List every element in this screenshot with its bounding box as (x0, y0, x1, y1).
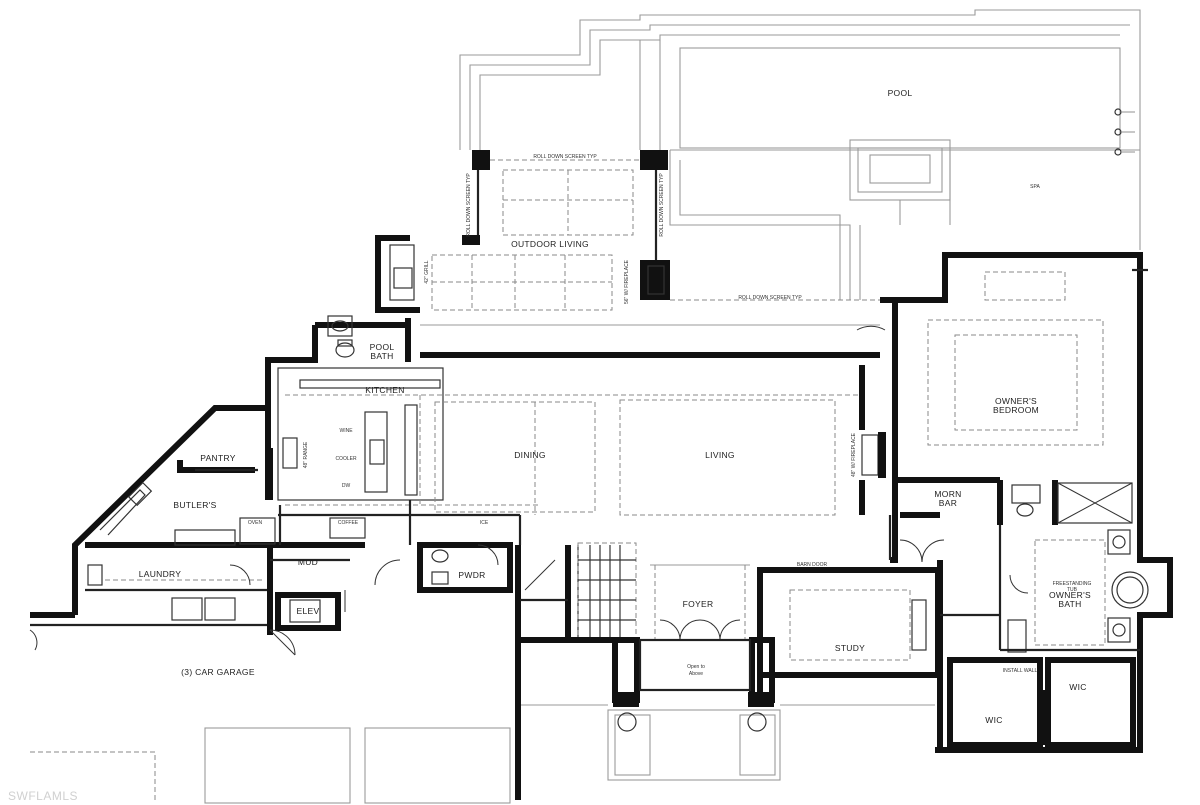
owners-bedroom-room (856, 268, 1148, 446)
note-wine: WINE (339, 428, 353, 434)
label-mud: MUD (298, 557, 318, 567)
note-roll-down-screen-patio: ROLL DOWN SCREEN TYP (738, 295, 802, 301)
pool (679, 47, 1121, 149)
label-study: STUDY (835, 643, 865, 653)
garage-area (29, 629, 521, 804)
label-owners-bath-2: BATH (1058, 599, 1081, 609)
label-elev: ELEV (297, 606, 320, 616)
label-garage: (3) CAR GARAGE (181, 667, 255, 677)
label-pool-bath-1: POOL (370, 342, 395, 352)
note-oven: OVEN (248, 520, 263, 526)
label-outdoor-living: OUTDOOR LIVING (511, 239, 589, 249)
outdoor-living-area (375, 150, 880, 326)
label-pantry: PANTRY (200, 453, 236, 463)
pool-deck-outline (459, 9, 1141, 300)
great-room (267, 365, 886, 545)
label-pool-bath-2: BATH (370, 351, 393, 361)
drawing-notes: ROLL DOWN SCREEN TYP ROLL DOWN SCREEN TY… (248, 154, 1092, 674)
note-roll-down-screen-right: ROLL DOWN SCREEN TYP (659, 173, 665, 237)
note-range: 48" RANGE (303, 441, 309, 468)
label-foyer: FOYER (683, 599, 714, 609)
exterior-walls (30, 252, 1173, 753)
note-install-wall: INSTALL WALL (1003, 668, 1038, 674)
label-wic-1: WIC (985, 715, 1002, 725)
room-labels: POOL OUTDOOR LIVING POOL BATH KITCHEN PA… (139, 88, 1091, 725)
label-pool: POOL (888, 88, 913, 98)
label-dining: DINING (514, 450, 546, 460)
label-wic-2: WIC (1069, 682, 1086, 692)
note-cooler: COOLER (335, 456, 357, 462)
note-roll-down-screen-top: ROLL DOWN SCREEN TYP (533, 154, 597, 160)
service-rooms (85, 545, 401, 656)
owners-suite-back (899, 480, 1149, 750)
pool-bath-fixtures (327, 315, 355, 358)
spa (849, 139, 951, 201)
note-tub-2: TUB (1067, 587, 1078, 593)
label-owners-bath-1: OWNER'S (1049, 590, 1091, 600)
label-open-above-2: Above (689, 671, 703, 677)
pantry-butlers (85, 460, 366, 548)
note-tub-1: FREESTANDING (1053, 581, 1092, 587)
label-open-above-1: Open to (687, 664, 705, 670)
label-owners-bedroom-2: BEDROOM (993, 405, 1039, 415)
label-laundry: LAUNDRY (139, 569, 182, 579)
note-coffee: COFFEE (338, 520, 359, 526)
label-morn-bar-1: MORN (934, 489, 961, 499)
note-fireplace-living: 48" W/ FIREPLACE (851, 432, 857, 477)
label-owners-bedroom-1: OWNER'S (995, 396, 1037, 406)
label-living: LIVING (705, 450, 735, 460)
label-morn-bar-2: BAR (939, 498, 957, 508)
label-pwdr: PWDR (458, 570, 485, 580)
note-ice: ICE (480, 520, 489, 526)
note-dw: DW (342, 483, 351, 489)
pwdr-stairs (417, 542, 640, 800)
note-fireplace-outdoor: 56" W/ FIREPLACE (624, 259, 630, 304)
label-kitchen: KITCHEN (365, 385, 404, 395)
note-roll-down-screen-left: ROLL DOWN SCREEN TYP (466, 173, 472, 237)
note-grill: 42" GRILL (424, 260, 430, 283)
watermark: SWFLAMLS (8, 789, 78, 803)
label-butlers: BUTLER'S (173, 500, 216, 510)
note-spa: SPA (1030, 184, 1040, 190)
note-barn-door: BARN DOOR (797, 562, 828, 568)
